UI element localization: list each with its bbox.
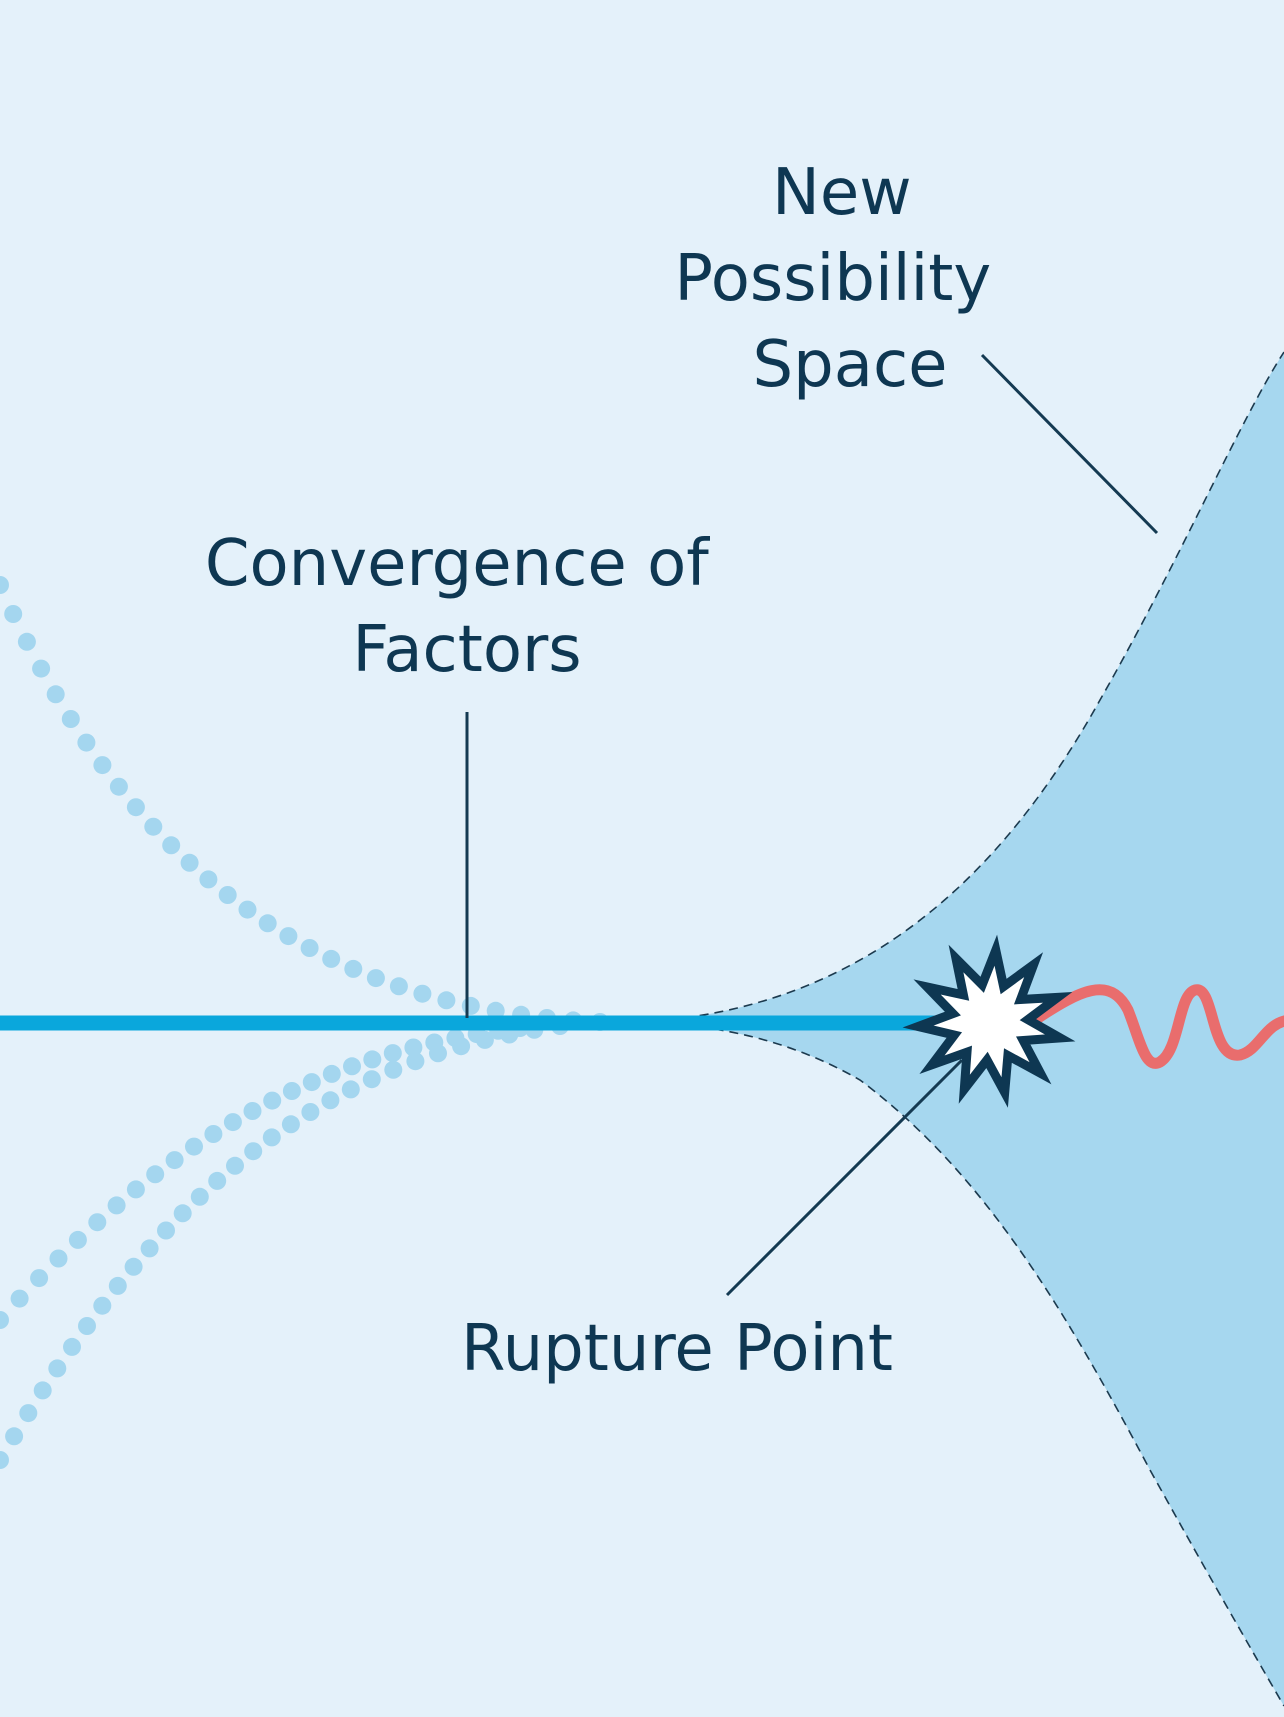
factor-dot: [68, 1230, 87, 1249]
factor-dot: [108, 1276, 127, 1295]
converging-factor-dots: [0, 576, 609, 1469]
factor-dot: [77, 733, 96, 752]
factor-dot: [301, 1103, 320, 1121]
factor-dot: [4, 605, 23, 623]
factor-dot: [49, 1249, 68, 1268]
factor-dot: [383, 1044, 402, 1063]
factor-dot: [144, 817, 163, 836]
factor-dot: [162, 836, 181, 855]
factor-dot: [366, 969, 385, 988]
factor-dot: [404, 1038, 423, 1057]
factor-dot: [0, 576, 9, 594]
convergence-label-line-1: Convergence of: [205, 527, 710, 601]
rupture-point-label: Rupture Point: [461, 1312, 893, 1386]
factor-dot: [244, 1142, 263, 1161]
factor-dot: [61, 710, 80, 728]
factor-dot: [282, 1082, 301, 1100]
factor-dot: [78, 1317, 96, 1335]
factor-dot: [223, 1113, 242, 1132]
factor-dot: [262, 1128, 281, 1147]
factor-dot: [258, 914, 277, 933]
new-possibility-space-label: New Possibility Space: [674, 156, 1011, 402]
new-possibility-space-line-2: Possibility: [674, 242, 991, 316]
possibility-lower-boundary: [639, 1021, 1284, 1707]
factor-dot: [10, 1289, 29, 1308]
factor-dot: [322, 1064, 341, 1083]
factor-dot: [109, 777, 128, 796]
factor-dot: [406, 1052, 425, 1071]
factor-dot: [88, 1213, 107, 1232]
factor-dot: [165, 1151, 184, 1170]
factor-dot: [173, 1204, 192, 1223]
possibility-callout-line: [980, 353, 1159, 535]
factor-dot: [32, 659, 51, 678]
factor-dot: [199, 870, 218, 889]
factor-dot: [5, 1427, 24, 1446]
factor-dot: [341, 1080, 360, 1099]
factor-dot: [243, 1102, 262, 1120]
possibility-upper-boundary: [639, 351, 1284, 1023]
factor-dot: [263, 1091, 282, 1110]
factor-dot: [146, 1165, 165, 1184]
factor-dot: [238, 900, 257, 919]
factor-dot: [437, 991, 456, 1010]
factor-dot: [302, 1073, 321, 1092]
factor-dot: [226, 1156, 244, 1175]
factor-dot: [180, 853, 199, 872]
factor-dot: [0, 1451, 9, 1469]
factor-dot: [218, 886, 237, 904]
factor-dot: [107, 1196, 126, 1215]
factor-dot: [321, 1091, 340, 1110]
convergence-label: Convergence of Factors: [205, 527, 729, 687]
factor-dot: [281, 1115, 300, 1134]
factor-dot: [93, 756, 112, 775]
factor-dot: [140, 1239, 159, 1258]
factor-dot: [19, 1404, 38, 1423]
factor-dot: [362, 1070, 381, 1089]
factor-dot: [126, 798, 145, 817]
factor-dot: [46, 685, 65, 704]
factor-dot: [48, 1359, 67, 1378]
factor-dot: [190, 1187, 209, 1206]
factor-dot: [425, 1033, 444, 1052]
factor-dot: [322, 949, 341, 968]
factor-dot: [157, 1221, 175, 1240]
factor-dot: [124, 1257, 143, 1276]
factor-dot: [343, 1057, 361, 1076]
factor-dot: [344, 959, 363, 978]
factor-dot: [486, 1001, 505, 1020]
factor-dot: [461, 996, 480, 1015]
factor-dot: [300, 939, 319, 957]
factor-dot: [0, 1311, 9, 1329]
factor-dot: [126, 1180, 145, 1199]
factor-dot: [17, 632, 36, 651]
starburst-icon: [902, 934, 1076, 1108]
factor-dot: [384, 1060, 403, 1079]
new-possibility-space-line-1: New: [772, 156, 912, 230]
new-possibility-space-line-3: Space: [752, 328, 947, 402]
factor-dot: [446, 1029, 465, 1047]
factor-dot: [208, 1171, 227, 1190]
factor-dot: [30, 1269, 49, 1288]
factor-dot: [389, 977, 408, 996]
rupture-callout-line: [725, 1058, 964, 1297]
convergence-label-line-2: Factors: [352, 613, 581, 687]
factor-dot: [185, 1137, 203, 1156]
factor-dot: [363, 1050, 382, 1069]
factor-dot: [204, 1125, 223, 1143]
factor-dot: [33, 1381, 52, 1400]
factor-dot: [63, 1337, 81, 1356]
factor-dot: [413, 984, 432, 1003]
factor-dot: [93, 1296, 112, 1315]
rupture-wave-line: [1029, 984, 1284, 1069]
factor-dot: [279, 927, 298, 946]
